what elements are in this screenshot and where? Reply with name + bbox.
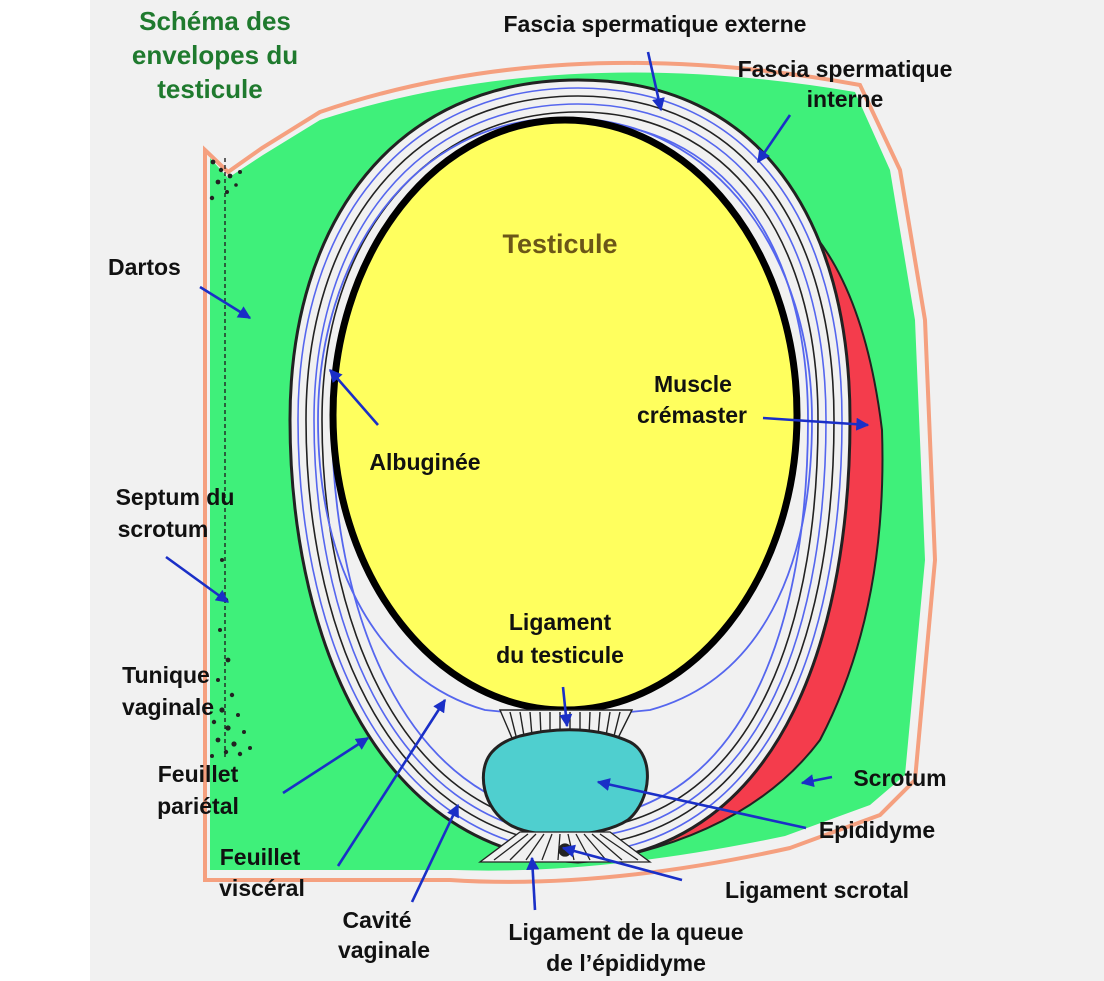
label-feuillet-parietal-2: pariétal [157,793,239,819]
label-muscle-1: Muscle [654,371,732,397]
label-fascia-interne-1: Fascia spermatique [738,56,953,82]
label-ligament-testicule-2: du testicule [496,642,624,668]
label-ligament-queue-2: de l’épididyme [546,950,706,976]
title-line-2: envelopes du [132,40,298,70]
label-cavite-2: vaginale [338,937,430,963]
epididymis [483,730,647,835]
label-tunique-1: Tunique [122,662,210,688]
label-septum-2: scrotum [118,516,209,542]
label-feuillet-visceral-2: viscéral [219,875,305,901]
label-fascia-interne-2: interne [807,86,884,112]
label-muscle-2: crémaster [637,402,747,428]
label-testicule: Testicule [502,229,617,259]
label-septum-1: Septum du [116,484,235,510]
label-ligament-queue-1: Ligament de la queue [508,919,743,945]
label-epididyme: Epididyme [819,817,935,843]
title-line-3: testicule [157,74,263,104]
label-fascia-externe: Fascia spermatique externe [504,11,807,37]
label-dartos: Dartos [108,254,181,280]
label-ligament-scrotal: Ligament scrotal [725,877,909,903]
title-line-1: Schéma des [139,6,291,36]
label-cavite-1: Cavité [342,907,411,933]
label-albuginee: Albuginée [369,449,480,475]
label-scrotum: Scrotum [853,765,946,791]
label-feuillet-parietal-1: Feuillet [158,761,239,787]
label-feuillet-visceral-1: Feuillet [220,844,301,870]
label-tunique-2: vaginale [122,694,214,720]
label-ligament-testicule-1: Ligament [509,609,612,635]
